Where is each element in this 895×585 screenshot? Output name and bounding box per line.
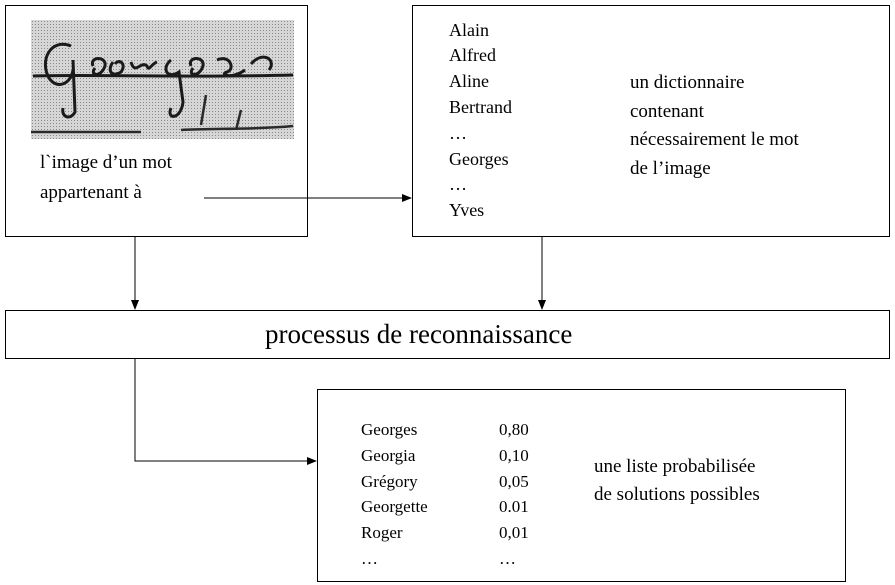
dictionary-description-line-3: nécessairement le mot <box>630 129 799 150</box>
dictionary-word: Aline <box>449 71 489 91</box>
dictionary-word: … <box>449 123 467 143</box>
result-name: … <box>361 549 378 568</box>
process-label: processus de reconnaissance <box>265 319 573 349</box>
arrow-process-to-results <box>134 359 317 465</box>
result-prob: 0,05 <box>499 472 529 491</box>
result-prob: … <box>499 549 516 568</box>
dictionary-word: Alfred <box>449 45 496 65</box>
dictionary-word: … <box>449 174 467 194</box>
result-name: Georges <box>361 420 418 439</box>
result-description-line-1: une liste probabilisée <box>594 456 756 477</box>
recognition-process-box: processus de reconnaissance <box>5 310 890 359</box>
result-name: Grégory <box>361 472 418 491</box>
dictionary-box: Alain Alfred Aline Bertrand … Georges … … <box>412 5 890 237</box>
image-caption-line-1: l`image d’un mot <box>40 152 172 173</box>
handwritten-word-image <box>31 20 294 139</box>
result-name: Roger <box>361 523 403 542</box>
dictionary-description-line-4: de l’image <box>630 158 711 179</box>
result-prob: 0,10 <box>499 446 529 465</box>
dictionary-word: Georges <box>449 149 509 169</box>
result-prob: 0,80 <box>499 420 529 439</box>
dictionary-word: Alain <box>449 20 489 40</box>
dictionary-word: Bertrand <box>449 97 512 117</box>
signature-strokes <box>31 42 294 134</box>
word-image-box: l`image d’un mot appartenant à <box>5 5 308 237</box>
result-name: Georgette <box>361 497 428 516</box>
dictionary-description-line-1: un dictionnaire <box>630 72 745 93</box>
dictionary-description-line-2: contenant <box>630 101 704 122</box>
result-description-line-2: de solutions possibles <box>594 484 760 505</box>
result-prob: 0.01 <box>499 497 529 516</box>
result-name: Georgia <box>361 446 416 465</box>
result-list-box: Georges 0,80 Georgia 0,10 Grégory 0,05 G… <box>317 389 846 582</box>
dictionary-word: Yves <box>449 200 485 220</box>
result-prob: 0,01 <box>499 523 529 542</box>
image-caption-line-2: appartenant à <box>40 182 142 203</box>
